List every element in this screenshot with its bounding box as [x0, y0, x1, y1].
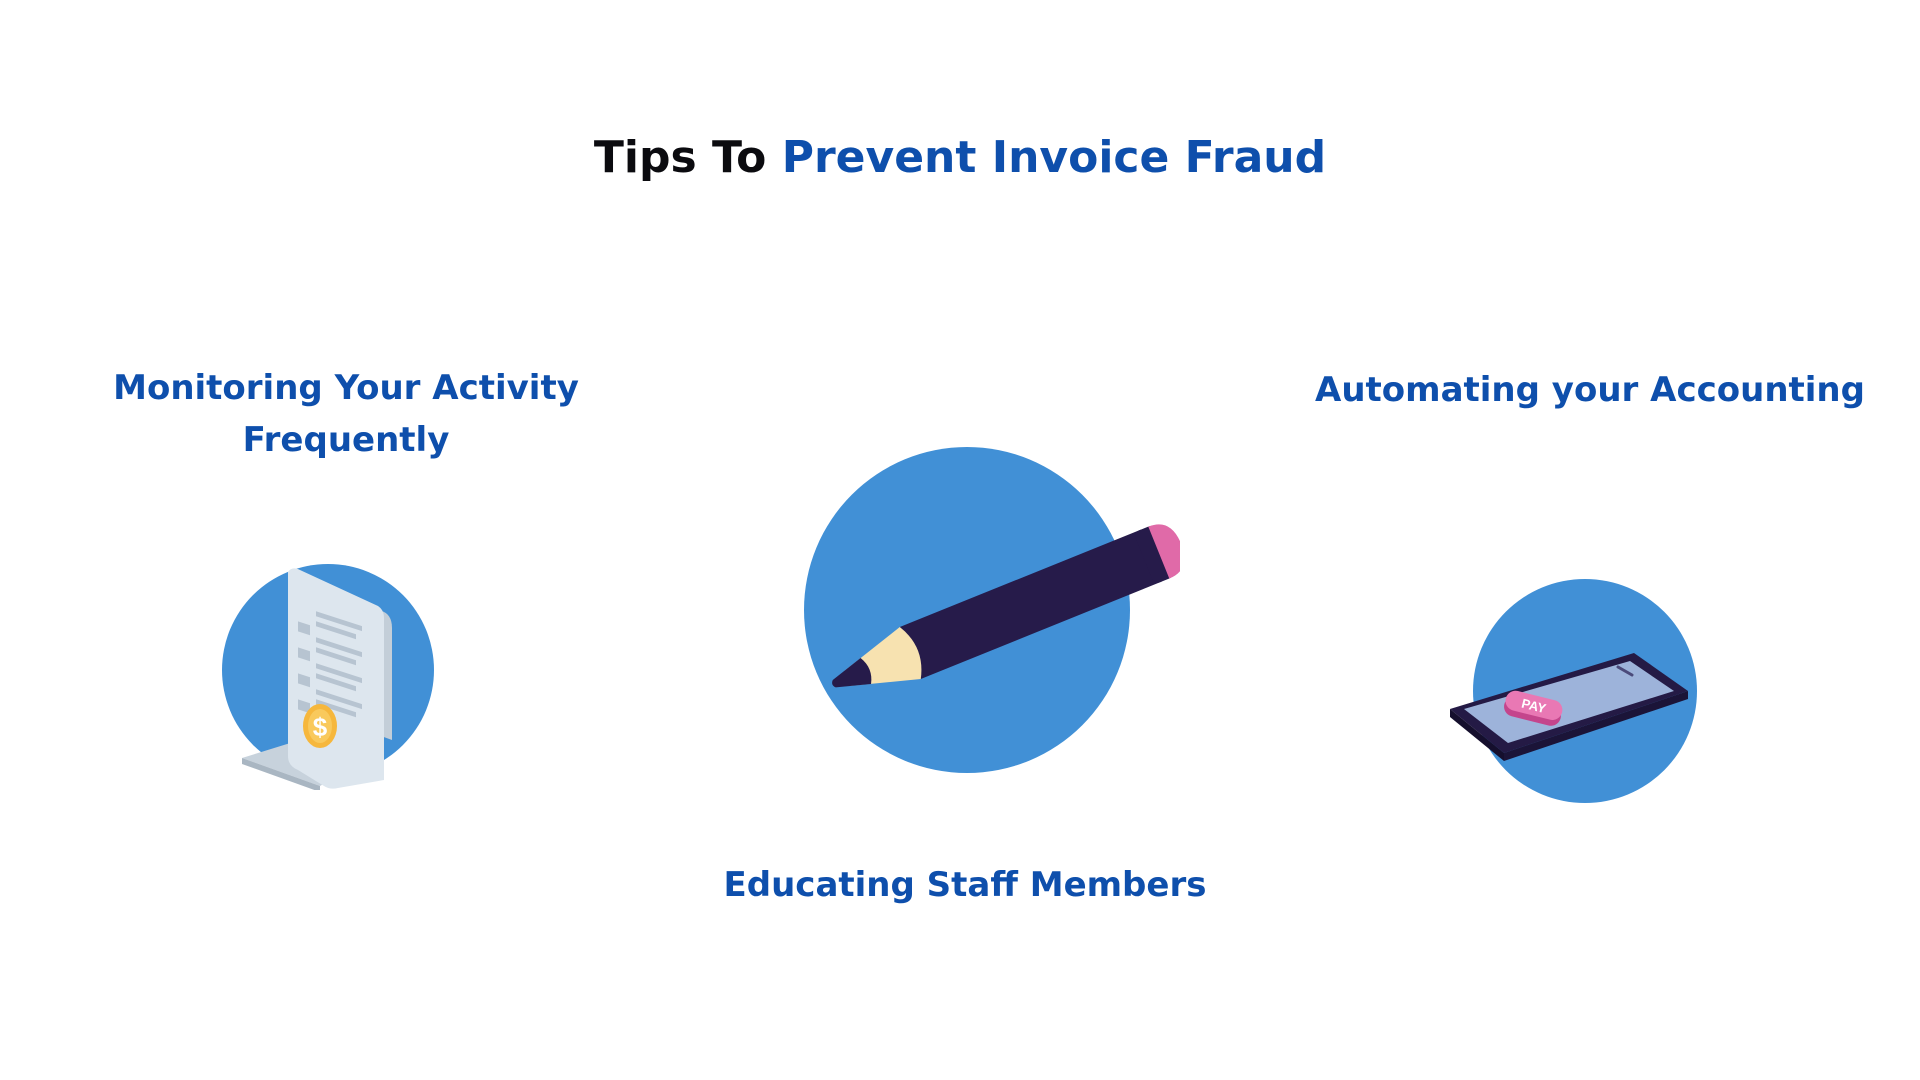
pencil-icon [804, 447, 1180, 773]
pay-button-label: PAY [1520, 696, 1548, 717]
pay-button: PAY [1504, 690, 1563, 726]
title-prefix: Tips To [593, 132, 782, 183]
page-title: Tips To Prevent Invoice Fraud [0, 128, 1920, 188]
title-highlight: Prevent Invoice Fraud [781, 132, 1327, 183]
phone-screen [1464, 661, 1674, 743]
tip-automating-label: Automating your Accounting [1315, 370, 1865, 410]
phone-pay-icon: PAY [1450, 579, 1697, 803]
receipt-lines [298, 611, 362, 718]
svg-text:$: $ [313, 712, 328, 742]
pencil-body [899, 529, 1162, 679]
tip-monitoring-label: Monitoring Your Activity Frequently [113, 368, 579, 460]
tip-educating-label: Educating Staff Members [723, 865, 1207, 905]
receipt-icon: $ [222, 564, 434, 790]
pencil-lead [832, 657, 872, 688]
pencil-eraser [1148, 524, 1180, 579]
pencil-graphic [832, 524, 1180, 688]
